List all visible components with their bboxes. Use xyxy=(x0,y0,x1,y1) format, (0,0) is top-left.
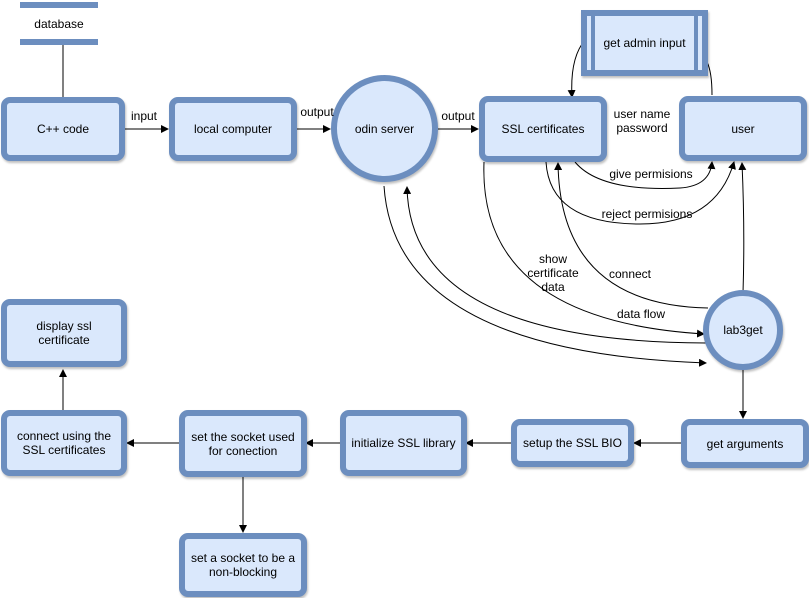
set-socket-connection-node: set the socket used for conection xyxy=(179,410,307,477)
edge-label-data-flow: data flow xyxy=(616,307,666,321)
edge-admin-ssl xyxy=(567,43,583,98)
lab3get-node: lab3get xyxy=(703,290,783,370)
edge-lab3get-user xyxy=(738,162,747,294)
get-admin-input-node: get admin input xyxy=(581,10,708,76)
edge-ssl-lab3get-show-data xyxy=(483,161,705,338)
initialize-ssl-library-node: initialize SSL library xyxy=(340,410,467,476)
edge-label-output-1: output xyxy=(300,105,334,119)
edge-label-show-certificate-data: show certificate data xyxy=(527,252,579,294)
edge-give-permisions xyxy=(574,161,716,189)
edge-lab3get-ssl-connect xyxy=(554,162,709,309)
database-top-bar xyxy=(20,2,98,8)
edge-label-output-2: output xyxy=(441,109,475,123)
odin-server-node: odin server xyxy=(331,75,438,182)
display-ssl-certificate-node: display ssl certificate xyxy=(1,299,127,367)
setup-ssl-bio-node: setup the SSL BIO xyxy=(511,419,634,467)
edge-label-give-permisions: give permisions xyxy=(609,167,693,181)
ssl-certificates-node: SSL certificates xyxy=(479,96,607,162)
get-arguments-node: get arguments xyxy=(681,419,809,468)
connect-using-certs-node: connect using the SSL certificates xyxy=(1,410,127,476)
edge-label-connect: connect xyxy=(608,267,652,281)
edge-lab3get-odin xyxy=(403,186,707,344)
database-store: database xyxy=(34,17,84,31)
edge-odin-lab3get-data-flow xyxy=(383,185,707,367)
edge-label-user-name-password: user name password xyxy=(613,107,671,135)
cpp-code-node: C++ code xyxy=(1,97,125,161)
edge-label-input: input xyxy=(130,109,158,123)
set-socket-nonblocking-node: set a socket to be a non-blocking xyxy=(179,533,307,597)
local-computer-node: local computer xyxy=(169,97,297,161)
user-node: user xyxy=(679,96,807,161)
edge-label-reject-permisions: reject permisions xyxy=(601,207,693,221)
edge-reject-permisions xyxy=(545,161,736,225)
database-bottom-bar xyxy=(20,39,98,45)
